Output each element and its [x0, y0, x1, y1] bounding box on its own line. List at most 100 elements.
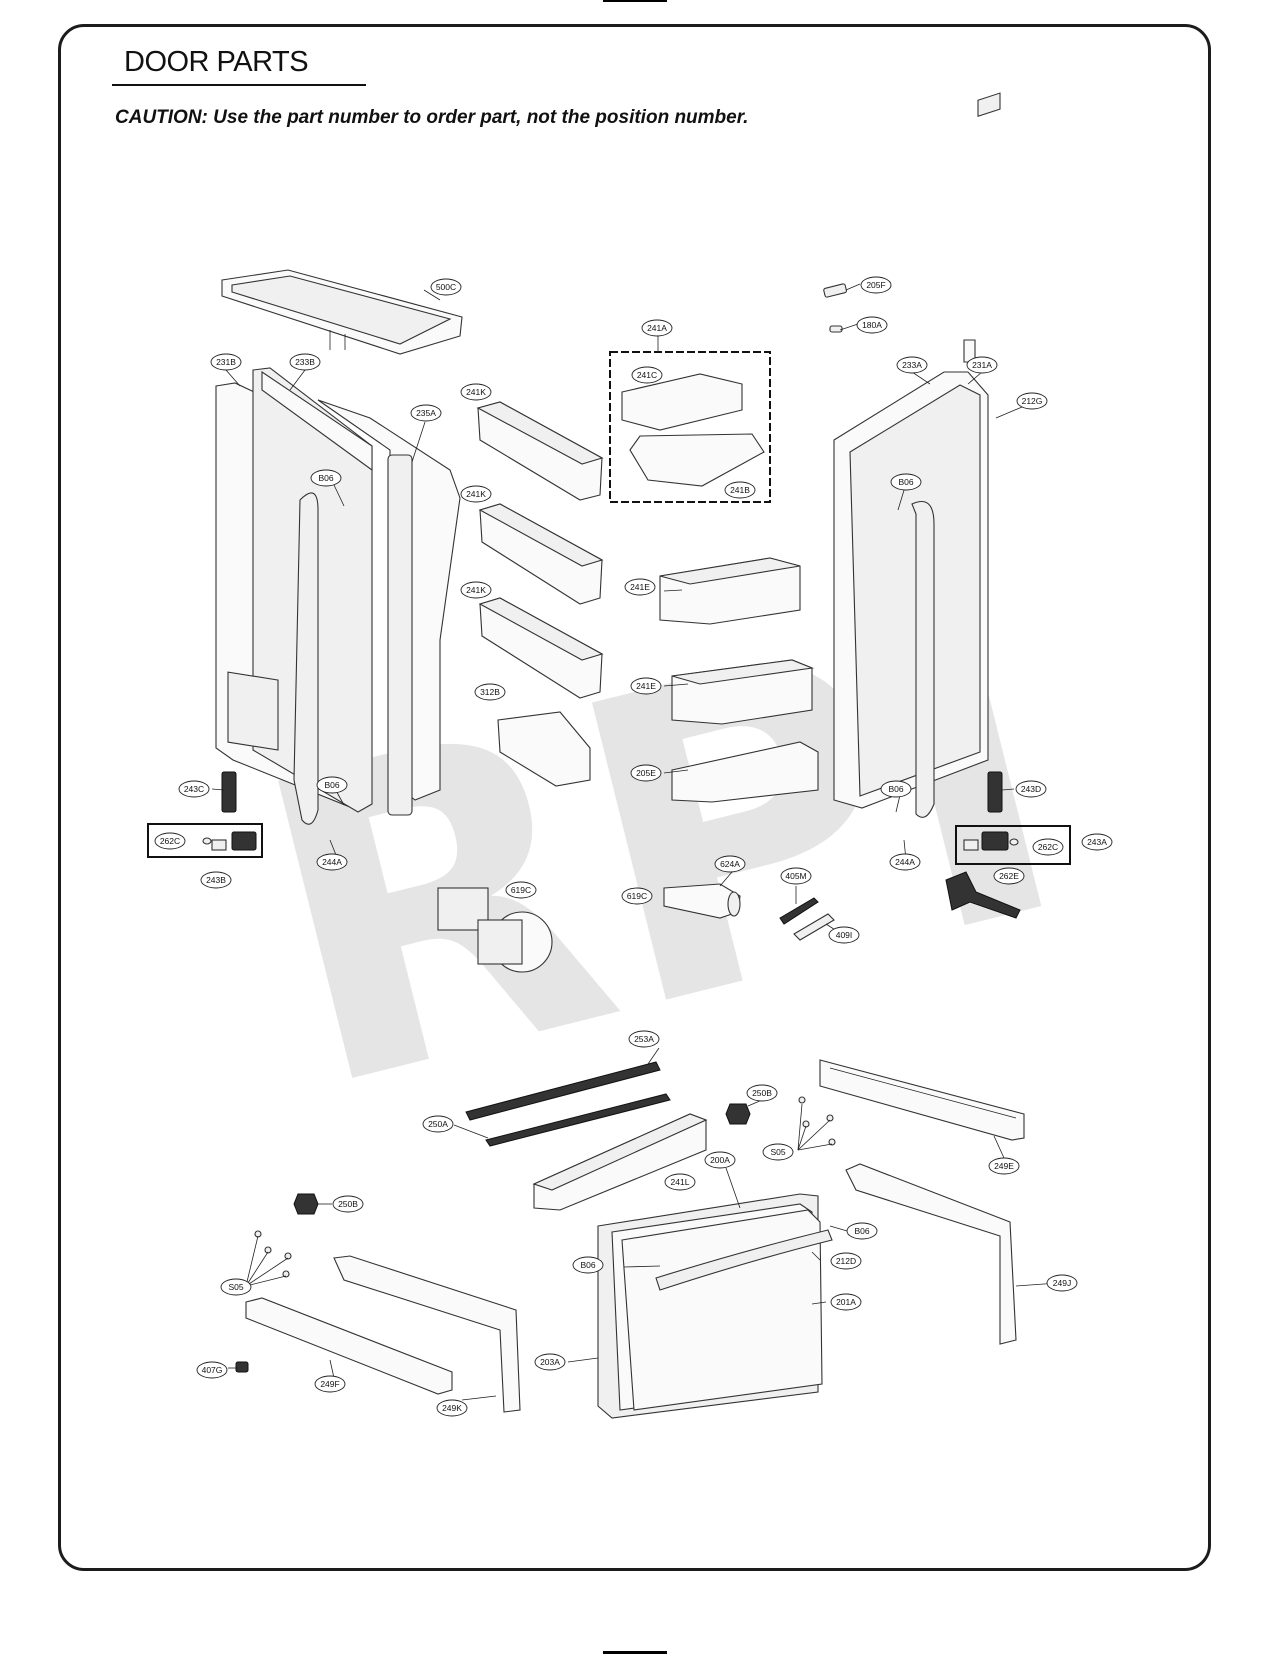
callout-bubble — [1015, 780, 1047, 798]
part-312b-bracket — [497, 711, 591, 787]
part-180a-pin — [829, 325, 843, 333]
callout-231b: 231B — [210, 353, 242, 371]
callout-bubble — [316, 776, 348, 794]
callout-label: 241B — [730, 485, 750, 495]
callout-619c: 619C — [505, 881, 537, 899]
part-s05-screws-right — [798, 1096, 836, 1146]
callout-241b: 241B — [724, 481, 756, 499]
callout-label: B06 — [324, 780, 339, 790]
callout-bubble — [1046, 1274, 1078, 1292]
callout-262c: 262C — [154, 832, 186, 850]
part-249f-rail-left — [245, 1297, 453, 1395]
callout-bubble — [534, 1353, 566, 1371]
part-243b-hinge-pieces — [202, 831, 257, 851]
callout-bubble — [828, 926, 860, 944]
callout-243a: 243A — [1081, 833, 1113, 851]
callout-bubble — [830, 1252, 862, 1270]
callout-250b: 250B — [746, 1084, 778, 1102]
callout-203a: 203A — [534, 1353, 566, 1371]
callout-bubble — [780, 867, 812, 885]
callout-label: 212D — [836, 1256, 856, 1266]
callout-241e: 241E — [624, 578, 656, 596]
callout-b06: B06 — [572, 1256, 604, 1274]
callout-label: 241E — [630, 582, 650, 592]
group-241a-dashed-box — [609, 351, 771, 503]
callout-bubble — [641, 319, 673, 337]
callout-250b: 250B — [332, 1195, 364, 1213]
callout-label: 249K — [442, 1403, 462, 1413]
callout-bubble — [830, 1293, 862, 1311]
callout-label: 243B — [206, 875, 226, 885]
part-405m-strip — [779, 897, 819, 925]
callout-231a: 231A — [966, 356, 998, 374]
callout-label: 619C — [511, 885, 531, 895]
callout-b06: B06 — [890, 473, 922, 491]
part-407g-clip — [235, 1361, 249, 1373]
callout-label: 250B — [338, 1199, 358, 1209]
callout-243d: 243D — [1015, 780, 1047, 798]
callout-label: 624A — [720, 859, 740, 869]
callout-label: 409I — [836, 930, 853, 940]
callout-label: B06 — [580, 1260, 595, 1270]
callout-label: 212G — [1022, 396, 1043, 406]
callout-b06: B06 — [310, 469, 342, 487]
callout-bubble — [1032, 838, 1064, 856]
part-241a-bin-assembly — [621, 373, 765, 487]
callout-label: 241K — [466, 585, 486, 595]
callout-label: 241C — [637, 370, 657, 380]
callout-bubble — [664, 1173, 696, 1191]
top-edge-tab — [603, 0, 667, 2]
callout-205e: 205E — [630, 764, 662, 782]
callout-244a: 244A — [889, 853, 921, 871]
part-250b-gear-left — [293, 1193, 319, 1215]
part-243c-hinge — [221, 771, 237, 813]
callout-233a: 233A — [896, 356, 928, 374]
callout-bubble — [220, 1278, 252, 1296]
callout-bubble — [762, 1143, 794, 1161]
callout-249j: 249J — [1046, 1274, 1078, 1292]
callout-label: S05 — [770, 1147, 785, 1157]
callout-bubble — [724, 481, 756, 499]
callout-label: B06 — [318, 473, 333, 483]
callout-bubble — [624, 578, 656, 596]
callout-b06: B06 — [316, 776, 348, 794]
callout-233b: 233B — [289, 353, 321, 371]
callout-label: 241K — [466, 387, 486, 397]
callout-bubble — [880, 780, 912, 798]
callout-bubble — [846, 1222, 878, 1240]
callout-250a: 250A — [422, 1115, 454, 1133]
group-243b-box — [147, 823, 263, 858]
callout-262e: 262E — [993, 867, 1025, 885]
callout-bubble — [890, 473, 922, 491]
callout-bubble — [628, 1030, 660, 1048]
callout-label: 312B — [480, 687, 500, 697]
callout-bubble — [430, 278, 462, 296]
callout-label: 241A — [647, 323, 667, 333]
callout-241l: 241L — [664, 1173, 696, 1191]
callout-244a: 244A — [316, 853, 348, 871]
callout-241e: 241E — [630, 677, 662, 695]
callout-241k: 241K — [460, 581, 492, 599]
callout-bubble — [460, 581, 492, 599]
callout-bubble — [314, 1375, 346, 1393]
part-243a-hinge-pieces — [963, 831, 1019, 851]
part-249j-bracket-right — [845, 1163, 1017, 1345]
callout-bubble — [704, 1151, 736, 1169]
callout-249k: 249K — [436, 1399, 468, 1417]
callout-label: 262C — [1038, 842, 1058, 852]
callout-label: 233A — [902, 360, 922, 370]
callout-235a: 235A — [410, 404, 442, 422]
callout-label: 243C — [184, 784, 204, 794]
callout-label: 262E — [999, 871, 1019, 881]
part-s05-screws-left — [254, 1230, 292, 1278]
callout-212d: 212D — [830, 1252, 862, 1270]
callout-619c: 619C — [621, 887, 653, 905]
part-624a-filter — [663, 883, 741, 919]
callout-label: 201A — [836, 1297, 856, 1307]
callout-bubble — [896, 356, 928, 374]
callout-241a: 241A — [641, 319, 673, 337]
callout-262c: 262C — [1032, 838, 1064, 856]
callout-label: 243A — [1087, 837, 1107, 847]
callout-407g: 407G — [196, 1361, 228, 1379]
